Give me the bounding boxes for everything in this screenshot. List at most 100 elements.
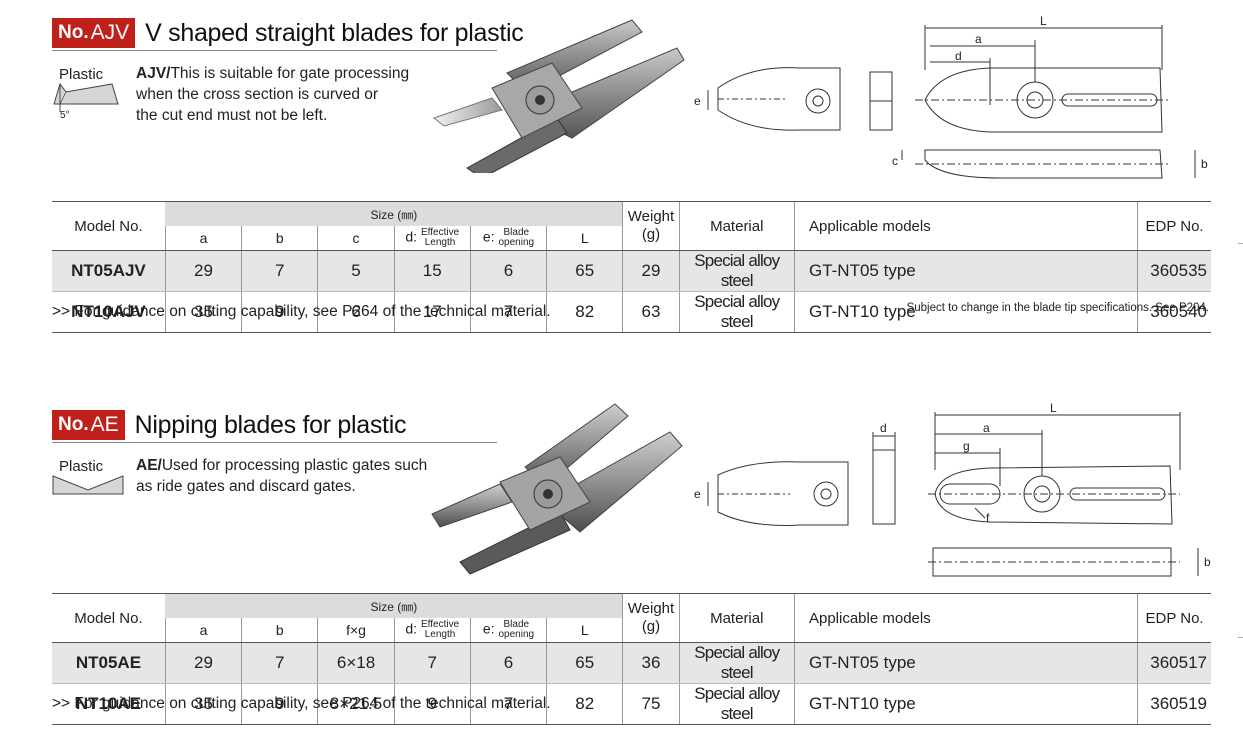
product-photo-ae	[431, 403, 683, 575]
cell-c: 6	[317, 291, 395, 333]
cell-model: NT10AE	[52, 683, 166, 725]
col-header-edp: EDP No.	[1137, 593, 1211, 643]
ajv-section: No. AJV V shaped straight blades for pla…	[0, 0, 1243, 333]
product-code: AE	[90, 413, 119, 436]
cell-d: 17	[393, 291, 471, 333]
d-text-line: Effective	[420, 227, 460, 238]
col-header-L: L	[546, 618, 623, 643]
dim-label-d: d	[955, 49, 962, 63]
v-blade-angle-icon: 5°	[53, 82, 119, 121]
weight-label: Weight	[627, 600, 675, 617]
col-header-e-letter: e:	[482, 228, 495, 245]
cell-L: 82	[546, 291, 623, 333]
technical-drawing-ajv: L a d e c b	[694, 14, 1208, 179]
spec-table-ae: Model No. Size (㎜) Weight(g) Material Ap…	[52, 593, 1211, 725]
cell-model: NT05AJV	[52, 250, 166, 292]
product-code-badge: No. AJV	[52, 18, 136, 48]
cell-a: 35	[164, 291, 242, 333]
table-row: NT10AE 35 9 8×21.5 9 7 82 75 Special all…	[52, 683, 1211, 725]
col-header-size: Size (㎜)	[165, 593, 623, 618]
plastic-label: Plastic	[59, 66, 104, 83]
e-text-line: Blade	[503, 619, 530, 630]
table-row: NT05AE 29 7 6×18 7 6 65 36 Special alloy…	[52, 642, 1211, 684]
dim-label-g: g	[963, 439, 970, 453]
col-header-b: b	[241, 226, 318, 251]
dim-label-b: b	[1201, 157, 1208, 171]
cell-material: Special alloy steel	[678, 642, 795, 684]
col-header-fxg: f×g	[317, 618, 395, 643]
cell-applicable: GT-NT10 type	[793, 683, 1138, 725]
weight-unit: (g)	[641, 226, 661, 243]
product-code-badge: No. AE	[52, 410, 125, 440]
cell-fxg: 6×18	[317, 642, 395, 684]
title-underline	[52, 50, 497, 51]
cell-L: 65	[546, 250, 623, 292]
title-underline	[52, 442, 497, 443]
no-label: No.	[58, 22, 89, 43]
cell-edp: 360519	[1137, 683, 1211, 725]
weight-label: Weight	[627, 208, 675, 225]
product-photo-ajv	[432, 19, 685, 173]
cell-e: 6	[469, 642, 547, 684]
e-text-line: Blade	[503, 227, 530, 238]
dim-label-L: L	[1040, 14, 1047, 28]
col-header-applicable: Applicable models	[793, 201, 1138, 251]
col-header-weight: Weight(g)	[622, 593, 680, 643]
cell-applicable: GT-NT05 type	[793, 250, 1138, 292]
cell-c: 5	[317, 250, 395, 292]
dim-label-c: c	[892, 154, 898, 168]
d-text-line: Length	[424, 237, 456, 248]
col-header-applicable: Applicable models	[793, 593, 1138, 643]
section-title-bar: No. AJV V shaped straight blades for pla…	[52, 18, 524, 48]
table-row: NT10AJV 35 9 6 17 7 82 63 Special alloy …	[52, 291, 1211, 333]
dim-label-a: a	[975, 32, 982, 46]
col-header-material: Material	[678, 201, 795, 251]
cell-applicable: GT-NT05 type	[793, 642, 1138, 684]
desc-line: the cut end must not be left.	[136, 107, 328, 124]
spec-table-ajv: Model No. Size (㎜) Weight(g) Material Ap…	[52, 201, 1211, 333]
cell-e: 6	[469, 250, 547, 292]
desc-lead: AE/	[136, 457, 162, 474]
col-header-a: a	[164, 226, 242, 251]
edge-mark	[1238, 637, 1243, 638]
cell-material: Special alloy steel	[678, 683, 795, 725]
col-header-weight: Weight(g)	[622, 201, 680, 251]
cell-d: 15	[393, 250, 471, 292]
col-header-c: c	[317, 226, 395, 251]
cell-a: 35	[164, 683, 242, 725]
angle-label: 5°	[60, 110, 70, 121]
dim-label-e: e	[694, 487, 701, 501]
dim-label-L: L	[1050, 401, 1057, 415]
cell-weight: 29	[622, 250, 680, 292]
dim-label-f: f	[986, 511, 990, 525]
description: AJV/This is suitable for gate processing…	[136, 63, 436, 126]
cell-d: 7	[393, 642, 471, 684]
col-header-e-letter: e:	[482, 620, 495, 637]
desc-lead: AJV/	[136, 65, 171, 82]
cell-weight: 63	[622, 291, 680, 333]
cell-applicable: GT-NT10 type	[793, 291, 1138, 333]
col-header-b: b	[241, 618, 318, 643]
cell-edp: 360517	[1137, 642, 1211, 684]
col-header-a: a	[164, 618, 242, 643]
cell-e: 7	[469, 291, 547, 333]
weight-unit: (g)	[641, 618, 661, 635]
section-title: Nipping blades for plastic	[134, 410, 407, 439]
dim-label-a: a	[983, 421, 990, 435]
cell-edp: 360540	[1137, 291, 1211, 333]
cell-fxg: 8×21.5	[317, 683, 395, 725]
cell-edp: 360535	[1137, 250, 1211, 292]
cell-b: 7	[241, 250, 318, 292]
col-header-d-letter: d:	[405, 228, 418, 245]
plastic-label: Plastic	[59, 458, 104, 475]
technical-drawing-ae: L a g d e f b	[694, 401, 1211, 577]
ae-section: No. AE Nipping blades for plastic Plasti…	[0, 392, 1243, 725]
cell-a: 29	[164, 250, 242, 292]
desc-line: when the cross section is curved or	[136, 86, 379, 103]
cell-L: 82	[546, 683, 623, 725]
